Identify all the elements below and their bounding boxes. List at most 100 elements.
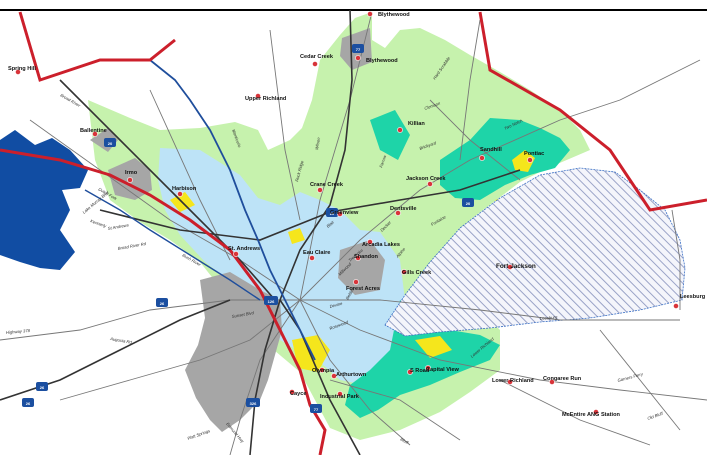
shield-i326: 326: [246, 398, 260, 407]
road-label-rock-ridge: Rock Ridge: [294, 159, 305, 182]
road-label-blair: Blair: [325, 219, 335, 229]
shield-i77-s: 77: [310, 404, 322, 413]
place-label: Sandhill: [480, 147, 502, 153]
saluda-river: [84, 189, 261, 301]
place-label: Eau Claire: [303, 250, 330, 256]
place-label: Cayce: [290, 391, 306, 397]
place-industrial-park: Industrial Park: [320, 391, 360, 400]
place-marker-icon: [355, 255, 361, 261]
place-label: Forest Acres: [346, 286, 380, 292]
place-marker-icon: [317, 187, 323, 193]
place-label: Capital View: [426, 367, 459, 373]
svg-text:77: 77: [314, 407, 319, 412]
place-marker-icon: [309, 255, 315, 261]
place-label: Upper Richland: [245, 96, 287, 102]
svg-text:77: 77: [356, 47, 361, 52]
place-irmo: Irmo: [125, 170, 138, 183]
road-label-st-andrews: St Andrews: [107, 222, 130, 231]
place-label: Jackson Creek: [406, 176, 446, 182]
place-marker-icon: [425, 365, 431, 371]
place-marker-icon: [337, 391, 343, 397]
place-killian: Killian: [397, 121, 425, 133]
place-marker-icon: [337, 211, 343, 217]
svg-text:26: 26: [26, 401, 31, 406]
road-label-rosewood: Rosewood: [329, 319, 350, 331]
place-label: Shandon: [354, 254, 379, 260]
place-marker-icon: [507, 264, 513, 270]
place-spring-hill: Spring Hill: [8, 66, 36, 75]
place-south-road: S Road: [407, 368, 430, 375]
svg-text:20: 20: [330, 211, 335, 216]
shield-i20-mid: 20: [326, 208, 338, 217]
place-st-andrews: St. Andrews: [228, 246, 260, 257]
place-arcadia-lakes: Arcadia Lakes: [362, 239, 400, 248]
place-label: Crane Creek: [310, 182, 344, 188]
place-upper-richland: Upper Richland: [245, 93, 287, 102]
place-shakespeare: Shandon: [354, 254, 379, 261]
place-label: Arthurtown: [336, 372, 367, 378]
road-label-broad-river-rd: Broad River Rd: [117, 241, 147, 251]
place-label: Congaree Run: [543, 376, 582, 382]
road-label-platt-springs: Platt Springs: [187, 428, 212, 441]
shield-i126: 126: [264, 296, 278, 305]
urban-arcadia: [338, 240, 385, 295]
road-label-kennerly: Kennerly: [90, 218, 108, 229]
fort-jackson-area: [384, 167, 686, 337]
place-blythewood-top: Blythewood: [367, 11, 410, 18]
place-marker-icon: [177, 191, 183, 197]
place-label: Harbison: [172, 186, 197, 192]
place-label: Spring Hill: [8, 66, 36, 72]
zone-teal-e: [345, 300, 500, 418]
shield-i26-sw: 26: [22, 398, 34, 407]
shield-i26-s: 26: [156, 298, 168, 307]
place-blythewood: Blythewood: [355, 55, 398, 64]
place-label: Irmo: [125, 170, 138, 176]
shield-i20-e: 20: [462, 198, 474, 207]
road-label-broad-river: Broad River: [60, 93, 82, 109]
place-olympia: Olympia: [312, 367, 335, 374]
place-marker-icon: [92, 131, 98, 137]
road-label-devine: Devine: [329, 301, 344, 309]
place-marker-icon: [593, 409, 599, 415]
place-pontiac: Pontiac: [524, 151, 544, 163]
road-label-sunset: Sunset Blvd: [231, 310, 255, 319]
place-marker-icon: [367, 239, 373, 245]
place-marker-icon: [355, 55, 361, 61]
place-leesburg: Leesburg: [673, 294, 706, 309]
top-border: [0, 9, 707, 11]
shield-i20-nw: 20: [104, 138, 116, 147]
place-label: Industrial Park: [320, 394, 360, 400]
shield-i77: 77: [352, 44, 364, 53]
road-label-monticello: Monticello: [231, 129, 242, 149]
place-marker-icon: [312, 61, 318, 67]
place-marker-icon: [549, 379, 555, 385]
place-label: Greenview: [330, 210, 359, 216]
place-forest-acres: Forest Acres: [346, 279, 380, 292]
road-label-farrow: Farrow: [378, 153, 387, 168]
place-marker-icon: [331, 373, 337, 379]
place-marker-icon: [319, 367, 325, 373]
road-label-wilson: Wilson: [314, 136, 321, 150]
place-marker-icon: [353, 279, 359, 285]
svg-text:26: 26: [160, 301, 165, 306]
lake-murray: [0, 130, 88, 270]
place-marker-icon: [397, 127, 403, 133]
place-marker-icon: [15, 69, 21, 75]
svg-text:20: 20: [466, 201, 471, 206]
place-crane-creek: Crane Creek: [310, 182, 344, 193]
road-label-leesburg: Leesburg: [540, 314, 558, 321]
place-label: Ballentine: [80, 128, 107, 134]
place-gills-creek: Gills Creek: [401, 269, 432, 276]
place-marker-icon: [127, 177, 133, 183]
place-label: Blythewood: [378, 12, 410, 18]
place-label: S Road: [410, 368, 430, 374]
place-label: Arcadia Lakes: [362, 242, 400, 248]
road-label-old-bluff: Old Bluff: [647, 410, 665, 420]
place-fort-jackson: Fort Jackson: [496, 263, 536, 270]
road-network: [0, 11, 707, 455]
road-label-edmund: Edmund Hwy: [225, 421, 245, 444]
place-label: Killian: [408, 121, 425, 127]
